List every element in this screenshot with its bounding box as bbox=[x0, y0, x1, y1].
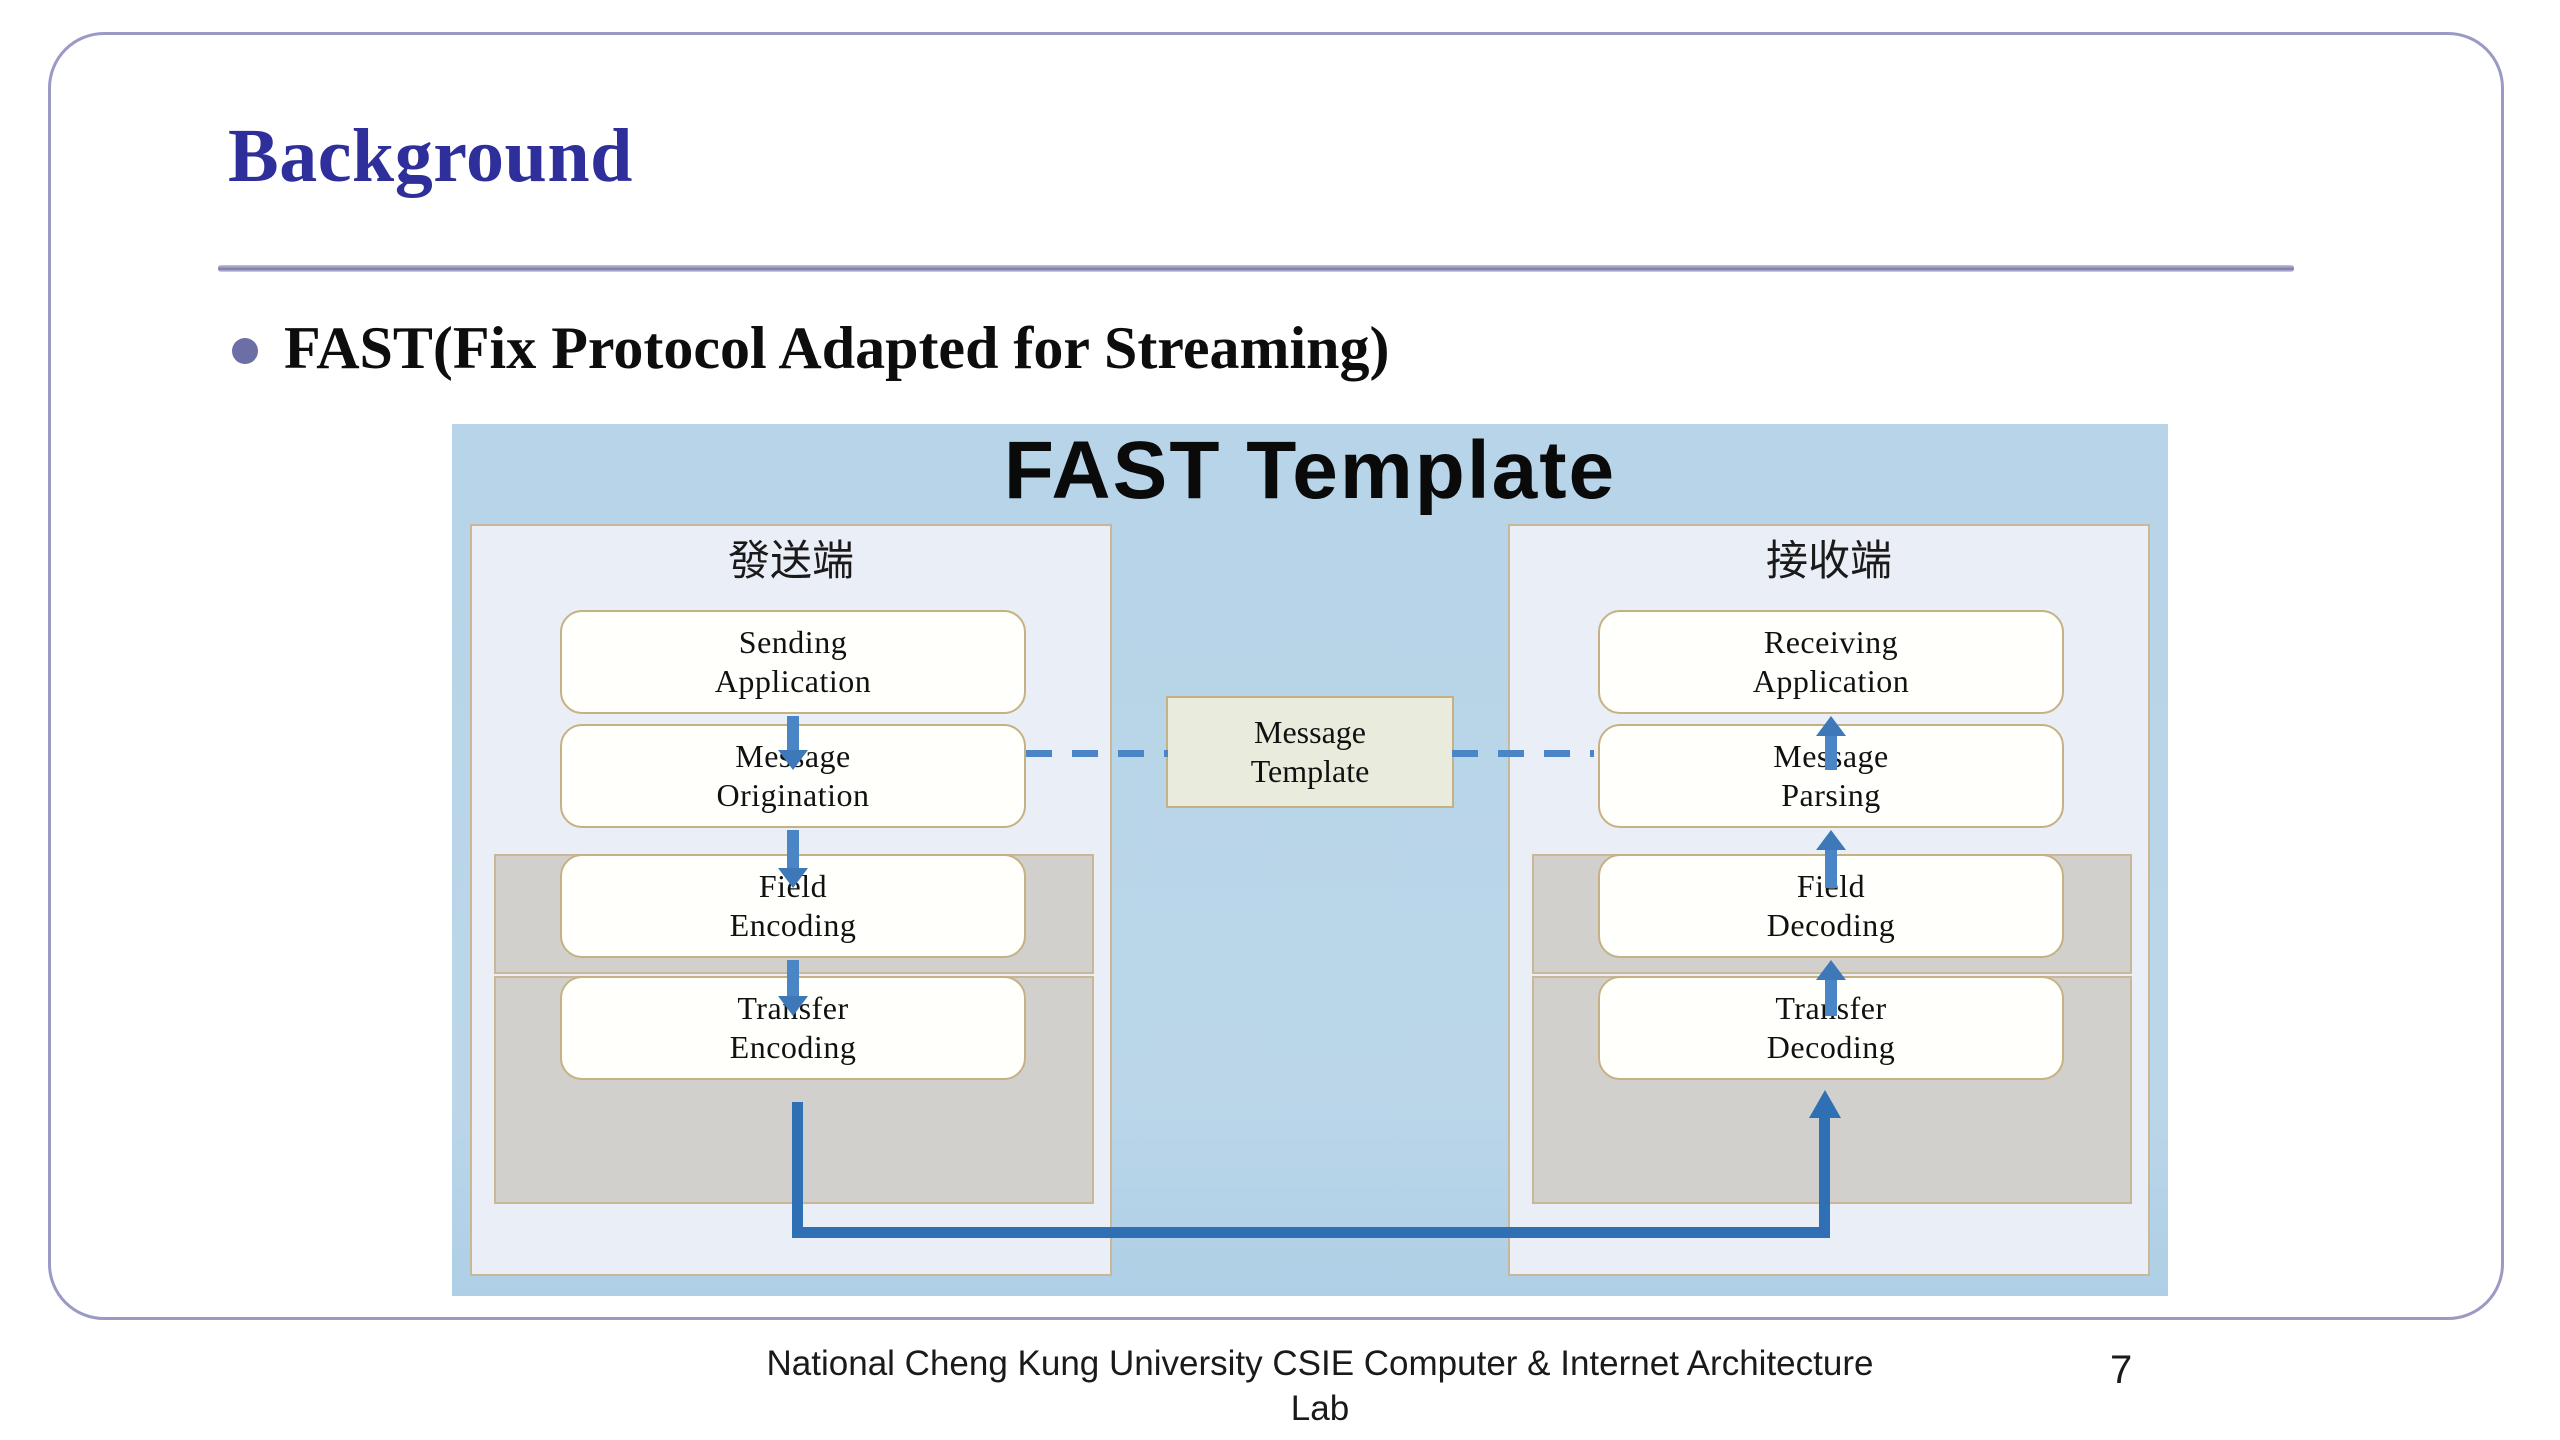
page-number: 7 bbox=[2110, 1348, 2133, 1392]
dashed-link-origination-to-template bbox=[1026, 750, 1168, 757]
feedback-path-up bbox=[1819, 1114, 1830, 1238]
arrow-origination-to-field-encoding bbox=[778, 830, 808, 888]
arrow-parsing-to-receiving bbox=[1816, 716, 1846, 770]
arrow-transfer-to-field-decoding bbox=[1816, 960, 1846, 1016]
bullet-item: FAST(Fix Protocol Adapted for Streaming) bbox=[232, 318, 1390, 378]
page-title: Background bbox=[228, 114, 633, 198]
feedback-path-down bbox=[792, 1102, 803, 1238]
bullet-item-label: FAST(Fix Protocol Adapted for Streaming) bbox=[284, 315, 1390, 381]
arrow-field-decoding-to-parsing bbox=[1816, 830, 1846, 888]
feedback-path-across bbox=[792, 1227, 1830, 1238]
dashed-link-template-to-parsing bbox=[1452, 750, 1594, 757]
feedback-path-arrowhead bbox=[1809, 1090, 1841, 1118]
sender-panel-heading: 發送端 bbox=[727, 536, 854, 585]
diagram-title: FAST Template bbox=[1003, 425, 1617, 516]
title-divider bbox=[218, 265, 2294, 272]
arrow-sending-to-origination bbox=[778, 716, 808, 770]
arrow-field-to-transfer-encoding bbox=[778, 960, 808, 1016]
slide-footer: National Cheng Kung University CSIE Comp… bbox=[766, 1344, 1874, 1428]
receiver-panel-heading: 接收端 bbox=[1765, 536, 1892, 585]
bullet-dot-icon bbox=[232, 338, 258, 364]
